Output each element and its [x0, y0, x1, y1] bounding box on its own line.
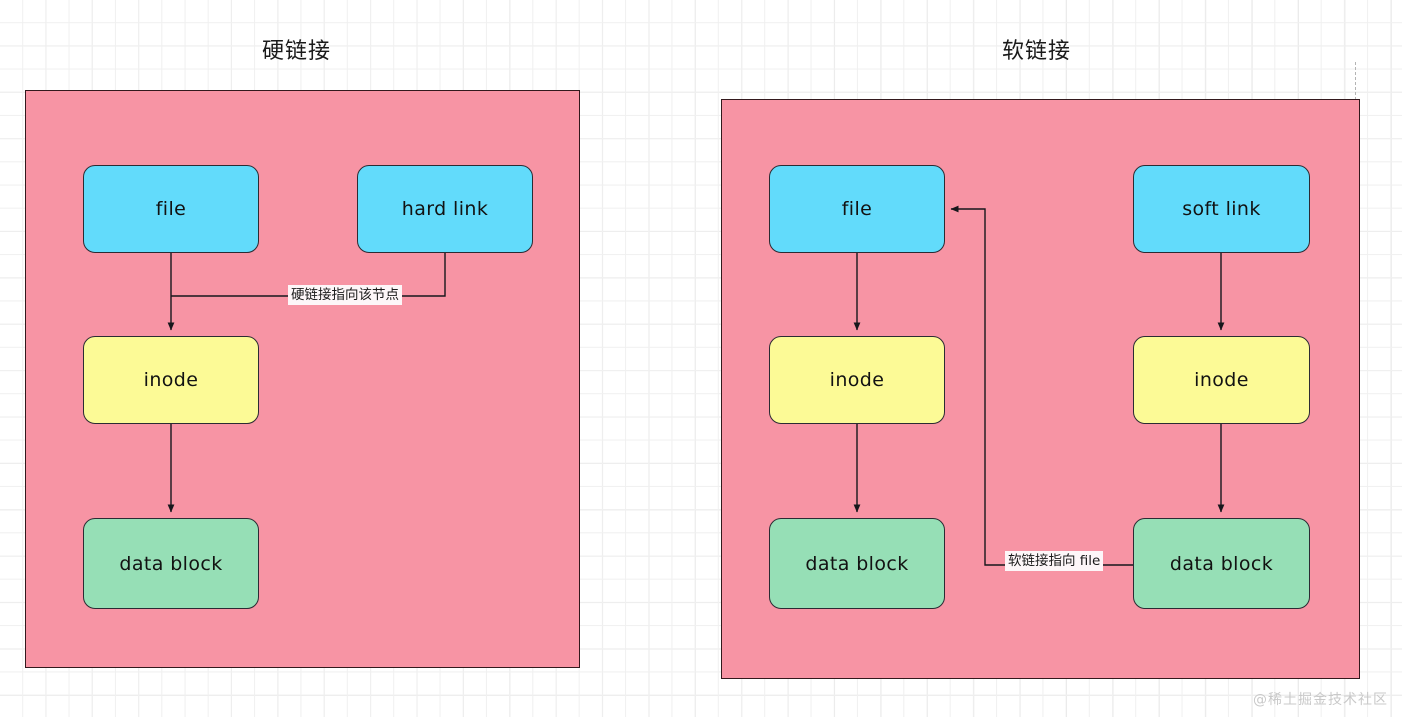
node-hard-data-block[interactable]: data block — [83, 518, 259, 609]
panel-title-soft-link: 软链接 — [1002, 39, 1072, 64]
node-label: hard link — [401, 198, 489, 220]
node-label: soft link — [1182, 198, 1261, 220]
node-label: file — [841, 198, 873, 220]
node-hard-link[interactable]: hard link — [357, 165, 533, 253]
node-soft-data-block-right[interactable]: data block — [1133, 518, 1310, 609]
edge-label-soft-link-points-to-file: 软链接指向 file — [1005, 551, 1104, 571]
node-label: data block — [119, 552, 223, 575]
node-soft-file[interactable]: file — [769, 165, 945, 253]
edge-label-hard-link-points-to-node: 硬链接指向该节点 — [288, 285, 402, 305]
node-soft-data-block-left[interactable]: data block — [769, 518, 945, 609]
node-soft-inode-left[interactable]: inode — [769, 336, 945, 424]
node-label: inode — [829, 369, 885, 391]
node-soft-link[interactable]: soft link — [1133, 165, 1310, 253]
node-label: inode — [143, 369, 199, 391]
node-label: data block — [805, 552, 909, 575]
dashed-guide-line — [1355, 62, 1356, 100]
node-label: inode — [1194, 369, 1249, 391]
node-label: file — [155, 198, 187, 220]
node-hard-inode[interactable]: inode — [83, 336, 259, 424]
node-label: data block — [1169, 552, 1274, 575]
node-hard-file[interactable]: file — [83, 165, 259, 253]
watermark: @稀土掘金技术社区 — [1253, 692, 1388, 708]
panel-title-hard-link: 硬链接 — [262, 39, 332, 64]
node-soft-inode-right[interactable]: inode — [1133, 336, 1310, 424]
